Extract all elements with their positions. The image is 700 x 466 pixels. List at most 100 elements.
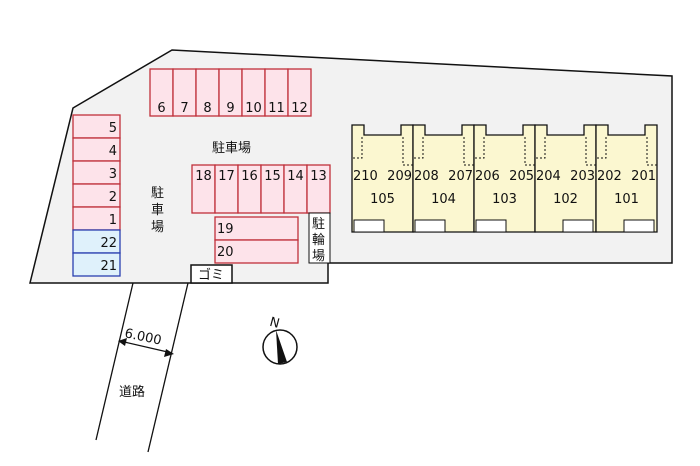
room-number-upper: 204	[536, 169, 561, 184]
parking-space-11: 11	[264, 68, 289, 117]
parking-space-4: 4	[72, 137, 121, 162]
stair-dashed	[402, 137, 413, 166]
parking-space-12: 12	[287, 68, 312, 117]
stair-dashed	[524, 137, 535, 166]
parking-vertical-2: 車	[151, 203, 164, 218]
road-label: 道路	[119, 384, 145, 400]
parking-space-number: 6	[157, 101, 165, 116]
parking-space-10: 10	[241, 68, 266, 117]
stair-dashed	[413, 137, 424, 159]
parking-space-number: 1	[109, 213, 117, 228]
parking-space-7: 7	[172, 68, 197, 117]
parking-space-18: 18	[191, 164, 216, 214]
room-number-lower: 103	[492, 192, 517, 207]
parking-space-number: 12	[291, 101, 308, 116]
parking-space-number: 20	[217, 245, 234, 260]
arrowhead-left	[118, 338, 127, 346]
parking-space-number: 22	[100, 236, 117, 251]
bicycle-parking-box	[308, 212, 331, 264]
entrance-step	[414, 219, 446, 233]
parking-space-6: 6	[149, 68, 174, 117]
parking-label: 駐車場	[212, 141, 251, 156]
parking-space-9: 9	[218, 68, 243, 117]
parking-space-16: 16	[237, 164, 262, 214]
parking-space-number: 3	[109, 167, 117, 182]
stair-dashed	[646, 137, 657, 166]
unit-103: 206 205 103	[473, 124, 536, 233]
room-number-upper: 210	[353, 169, 378, 184]
stair-dashed	[596, 137, 607, 159]
room-number-upper: 203	[570, 169, 595, 184]
parking-space-8: 8	[195, 68, 220, 117]
parking-space-number: 19	[217, 222, 234, 237]
parking-space-1: 1	[72, 206, 121, 231]
room-number-upper: 209	[387, 169, 412, 184]
unit-outline	[595, 124, 658, 233]
stair-dashed	[535, 137, 546, 159]
parking-space-20: 20	[214, 239, 299, 264]
parking-space-number: 10	[245, 101, 262, 116]
north-label: N	[268, 315, 281, 332]
garbage-box	[190, 264, 233, 284]
bicycle-label-2: 輪	[312, 232, 325, 248]
unit-outline	[534, 124, 597, 233]
parking-space-17: 17	[214, 164, 239, 214]
room-number-lower: 101	[614, 192, 639, 207]
road-edge-right	[147, 282, 189, 453]
north-arrow-icon	[276, 330, 287, 364]
room-number-lower: 104	[431, 192, 456, 207]
parking-space-number: 15	[264, 169, 281, 184]
entrance-step	[475, 219, 507, 233]
room-number-upper: 206	[475, 169, 500, 184]
parking-space-19: 19	[214, 216, 299, 241]
parking-space-number: 13	[310, 169, 327, 184]
parking-space-number: 11	[268, 101, 285, 116]
room-number-upper: 208	[414, 169, 439, 184]
parking-vertical-3: 場	[151, 220, 164, 235]
room-number-upper: 207	[448, 169, 473, 184]
room-number-upper: 202	[597, 169, 622, 184]
garbage-label: ゴミ	[198, 267, 224, 283]
bicycle-label-1: 駐	[312, 217, 325, 232]
parking-space-number: 14	[287, 169, 304, 184]
road-width-arrow	[119, 340, 173, 354]
stair-dashed	[352, 137, 363, 159]
stair-dashed	[585, 137, 596, 166]
parking-space-number: 8	[203, 101, 211, 116]
unit-104: 208 207 104	[412, 124, 475, 233]
road-edge-left	[95, 282, 134, 441]
parking-space-number: 21	[100, 259, 117, 274]
parking-space-rect	[72, 252, 121, 277]
road-width-label: 6.000	[123, 326, 163, 348]
stair-dashed	[463, 137, 474, 166]
parking-space-number: 7	[180, 101, 188, 116]
parking-vertical-1: 駐	[151, 186, 164, 201]
parking-space-5: 5	[72, 114, 121, 139]
parking-space-3: 3	[72, 160, 121, 185]
parking-space-13: 13	[306, 164, 331, 214]
entrance-step	[353, 219, 385, 233]
room-number-lower: 102	[553, 192, 578, 207]
bicycle-label-3: 場	[312, 249, 325, 264]
entrance-step	[623, 219, 655, 233]
parking-space-15: 15	[260, 164, 285, 214]
parking-space-number: 18	[195, 169, 212, 184]
parking-space-rect	[214, 239, 299, 264]
stair-dashed	[474, 137, 485, 159]
parking-space-number: 5	[109, 121, 117, 136]
parking-space-number: 9	[226, 101, 234, 116]
arrowhead-right	[164, 349, 174, 357]
entrance-step	[562, 219, 594, 233]
room-number-upper: 205	[509, 169, 534, 184]
parking-space-21: 21	[72, 252, 121, 277]
parking-space-number: 4	[109, 144, 117, 159]
parking-space-number: 2	[109, 190, 117, 205]
parking-space-2: 2	[72, 183, 121, 208]
parking-space-number: 17	[218, 169, 235, 184]
parking-space-14: 14	[283, 164, 308, 214]
parking-space-number: 16	[241, 169, 258, 184]
